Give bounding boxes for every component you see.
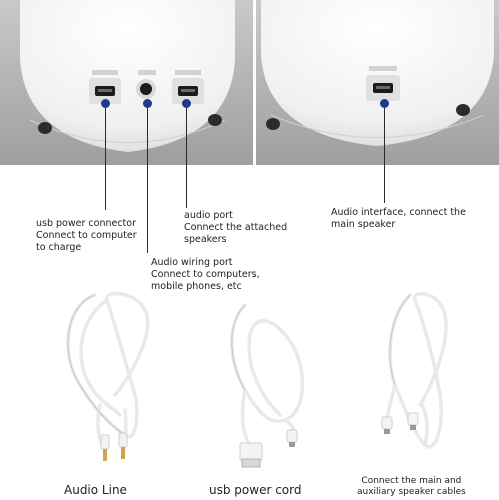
callout-usb-power: usb power connector Connect to computer … <box>36 218 137 254</box>
callout-line: Audio wiring port <box>151 257 233 268</box>
marker-dot-usb-power <box>100 98 110 108</box>
callout-line: mobile phones, etc <box>151 281 242 292</box>
caption-usb-power-cord: usb power cord <box>209 483 302 497</box>
callout-line: speakers <box>184 234 227 245</box>
caption-speaker-cables: Connect the main and auxiliary speaker c… <box>357 476 466 498</box>
caption-line: Connect the main and <box>361 476 462 486</box>
callout-line: Connect to computers, <box>151 269 260 280</box>
callout-line: to charge <box>36 242 82 253</box>
leader-line-audio-port <box>186 103 187 208</box>
usb-power-cord-image <box>230 303 305 468</box>
callout-audio-interface: Audio interface, connect the main speake… <box>331 207 466 231</box>
callout-line: Connect the attached <box>184 222 288 233</box>
callout-line: Connect to computer <box>36 230 137 241</box>
leader-line-usb-power <box>105 103 106 210</box>
callout-line: Audio interface, connect the <box>331 207 466 218</box>
audio-line-cable-image <box>66 291 150 461</box>
callout-audio-port: audio port Connect the attached speakers <box>184 210 287 246</box>
speaker-link-cable-image <box>381 292 448 449</box>
marker-dot-audio-wiring <box>142 98 152 108</box>
speaker-ports-photo-right <box>256 0 499 165</box>
callout-line: audio port <box>184 210 233 221</box>
leader-line-audio-interface <box>384 103 385 203</box>
caption-audio-line: Audio Line <box>64 483 127 497</box>
leader-line-audio-wiring <box>147 103 148 253</box>
callout-line: usb power connector <box>36 218 136 229</box>
callout-line: main speaker <box>331 219 396 230</box>
marker-dot-audio-interface <box>379 98 389 108</box>
speaker-ports-photo-left <box>0 0 253 165</box>
callout-audio-wiring: Audio wiring port Connect to computers, … <box>151 257 260 293</box>
caption-line: auxiliary speaker cables <box>357 487 466 497</box>
marker-dot-audio-port <box>181 98 191 108</box>
